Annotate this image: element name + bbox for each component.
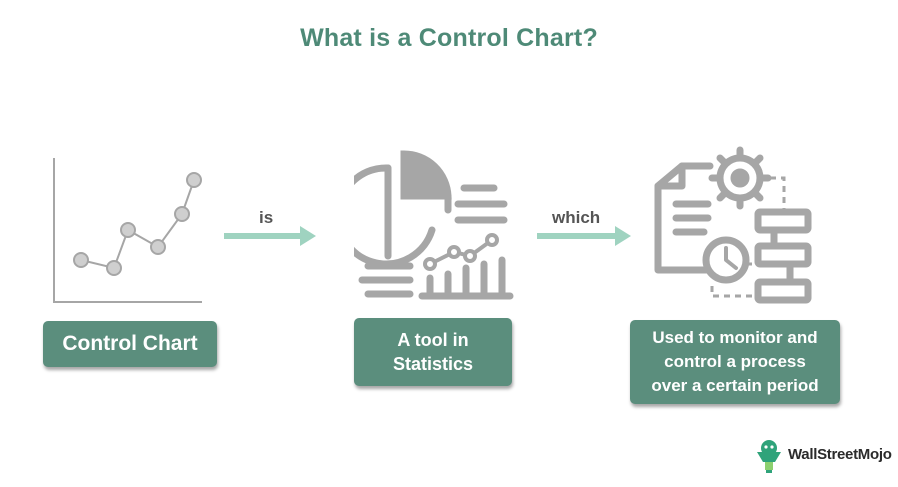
statistics-icon (354, 150, 514, 300)
step-label-line: Used to monitor and (652, 328, 818, 348)
brand-name: WallStreetMojo (788, 446, 892, 463)
step-label-line: Statistics (392, 354, 474, 374)
step-label-line: A tool in (397, 329, 469, 350)
arrow-right-icon (224, 226, 316, 246)
page-title: What is a Control Chart? (300, 24, 598, 52)
step-label-line: control a process (664, 352, 806, 372)
connector-label-which: which (552, 208, 601, 227)
step-card-control-chart: Control Chart (43, 321, 217, 367)
step-card-purpose: Used to monitor and control a process ov… (630, 320, 840, 404)
brand-mascot-icon (757, 440, 781, 473)
line-chart-icon (53, 158, 202, 303)
arrow-right-icon (537, 226, 631, 246)
step-card-tool-in-statistics: A tool in Statistics (354, 318, 512, 386)
process-monitor-icon (654, 146, 812, 304)
step-label: Control Chart (62, 331, 198, 355)
brand-logo: WallStreetMojo (754, 438, 894, 474)
step-label-line: over a certain period (651, 375, 819, 395)
connector-label-is: is (259, 208, 274, 227)
